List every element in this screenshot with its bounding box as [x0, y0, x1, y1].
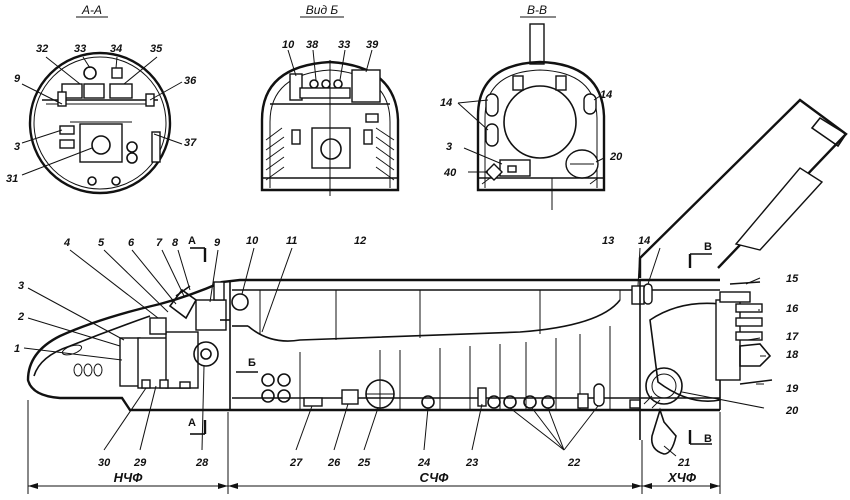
- callout-27: 27: [289, 457, 303, 469]
- callout-40: 40: [443, 167, 457, 179]
- callout-19: 19: [786, 383, 799, 395]
- callout-4: 4: [63, 237, 70, 249]
- section-label-nose: НЧФ: [114, 470, 144, 485]
- view-title-b: Вид Б: [306, 3, 339, 17]
- callout-6: 6: [128, 237, 135, 249]
- callout-36: 36: [184, 75, 197, 87]
- callout-3: 3: [18, 280, 24, 292]
- view-section-vv: В-В: [457, 3, 606, 210]
- callout-20: 20: [785, 405, 799, 417]
- view-title-vv: В-В: [527, 3, 547, 17]
- section-mark-b: Б: [248, 357, 256, 369]
- callout-labels: 1 2 3 3 3 4 5 6 7 8 9 9 10 10 11 12 13 1…: [6, 39, 799, 469]
- callout-24: 24: [417, 457, 430, 469]
- callout-3-vv: 3: [446, 141, 452, 153]
- callout-3-aa: 3: [14, 141, 20, 153]
- callout-31: 31: [6, 173, 18, 185]
- section-label-middle: СЧФ: [420, 470, 450, 485]
- vertical-tail-fin: [638, 98, 848, 278]
- view-b: Вид Б: [260, 3, 400, 196]
- section-mark-v-bottom: В: [704, 433, 712, 445]
- callout-14-vv-left: 14: [440, 97, 452, 109]
- callout-38: 38: [306, 39, 319, 51]
- callout-18: 18: [786, 349, 799, 361]
- callout-32: 32: [36, 43, 48, 55]
- callout-37: 37: [184, 137, 197, 149]
- callout-7: 7: [156, 237, 163, 249]
- callout-10-b: 10: [282, 39, 295, 51]
- callout-29: 29: [133, 457, 147, 469]
- section-dimension-lines: НЧФ СЧФ ХЧФ: [27, 400, 721, 494]
- callout-9: 9: [214, 237, 221, 249]
- callout-28: 28: [195, 457, 209, 469]
- callout-5: 5: [98, 237, 105, 249]
- section-label-tail: ХЧФ: [667, 470, 697, 485]
- callout-leaders: [23, 247, 766, 457]
- callout-22: 22: [567, 457, 580, 469]
- fuselage-side-view: [26, 278, 773, 455]
- callout-25: 25: [357, 457, 371, 469]
- section-mark-a-bottom: А: [188, 417, 196, 429]
- callout-12: 12: [354, 235, 366, 247]
- callout-9-aa: 9: [14, 73, 21, 85]
- callout-21: 21: [677, 457, 690, 469]
- hull-hatching-b: [265, 127, 395, 181]
- callout-8: 8: [172, 237, 179, 249]
- callout-14-vv-right: 14: [600, 89, 612, 101]
- section-mark-a-top: А: [188, 235, 196, 247]
- callout-20-vv: 20: [609, 151, 623, 163]
- view-section-aa: А-А: [21, 3, 183, 195]
- section-mark-v-top: В: [704, 241, 712, 253]
- callout-16: 16: [786, 303, 799, 315]
- view-title-aa: А-А: [81, 3, 102, 17]
- callout-35: 35: [150, 43, 163, 55]
- callout-33: 33: [74, 43, 86, 55]
- callout-1: 1: [14, 343, 20, 355]
- callout-34: 34: [110, 43, 122, 55]
- callout-10: 10: [246, 235, 259, 247]
- callout-11: 11: [286, 235, 297, 247]
- callout-2: 2: [17, 311, 24, 323]
- callout-23: 23: [465, 457, 478, 469]
- callout-14: 14: [638, 235, 650, 247]
- callout-26: 26: [327, 457, 341, 469]
- section-markers: А А Б В В: [188, 235, 712, 445]
- callout-33-b: 33: [338, 39, 350, 51]
- callout-30: 30: [98, 457, 111, 469]
- callout-13: 13: [602, 235, 614, 247]
- callout-15: 15: [786, 273, 799, 285]
- callout-39: 39: [366, 39, 379, 51]
- callout-17: 17: [786, 331, 799, 343]
